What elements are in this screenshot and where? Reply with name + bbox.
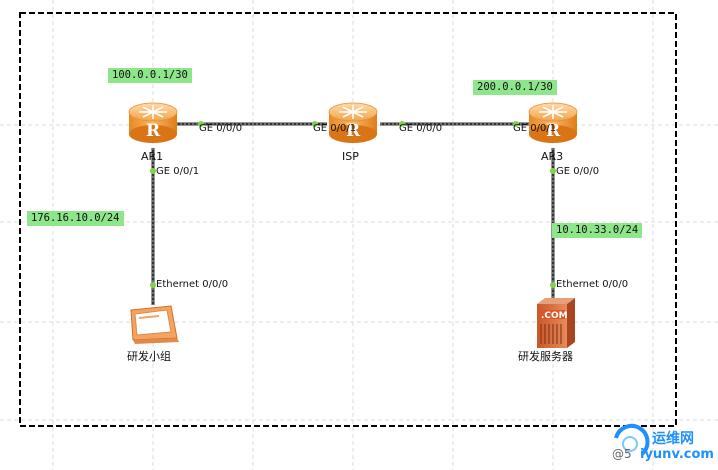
device-name-server: 研发服务器 (518, 350, 573, 363)
web-server-icon[interactable] (537, 298, 575, 348)
area-boundary (19, 12, 677, 427)
watermark-logo-icon (614, 423, 650, 456)
port-label-isp-ge001: GE 0/0/1 (313, 123, 357, 134)
server-badge: .COM (541, 311, 568, 321)
network-label-ar3-wan: 200.0.0.1/30 (473, 80, 557, 95)
svg-text:R: R (146, 121, 161, 141)
port-dots (150, 121, 556, 288)
network-label-lan-right: 10.10.33.0/24 (552, 223, 643, 238)
network-label-ar1-wan: 100.0.0.1/30 (108, 68, 192, 83)
watermark-prefix: @5 (612, 447, 632, 461)
router-icon[interactable]: R (528, 102, 578, 143)
watermark-title: 运维网 (652, 431, 694, 447)
watermark-url: iyunv.com (640, 447, 714, 462)
network-label-lan-left: 176.16.10.0/24 (27, 211, 124, 226)
device-name-ar3: AR3 (541, 150, 564, 163)
svg-text:R: R (546, 121, 561, 141)
router-icon[interactable]: R (128, 102, 178, 143)
port-label-server-eth: Ethernet 0/0/0 (556, 279, 629, 290)
port-label-ar1-ge001: GE 0/0/1 (156, 166, 200, 177)
device-name-pc-group: 研发小组 (127, 350, 171, 363)
port-label-ar1-ge000: GE 0/0/0 (199, 123, 243, 134)
pc-icon[interactable] (130, 305, 179, 344)
device-name-isp: ISP (342, 150, 359, 163)
router-icon[interactable]: R (328, 102, 378, 143)
device-name-ar1: AR1 (141, 150, 164, 163)
port-label-pc-eth: Ethernet 0/0/0 (156, 279, 229, 290)
svg-text:R: R (346, 121, 361, 141)
port-label-ar3-ge001: GE 0/0/1 (513, 123, 557, 134)
port-label-isp-ge000: GE 0/0/0 (399, 123, 443, 134)
port-label-ar3-ge000: GE 0/0/0 (556, 166, 600, 177)
